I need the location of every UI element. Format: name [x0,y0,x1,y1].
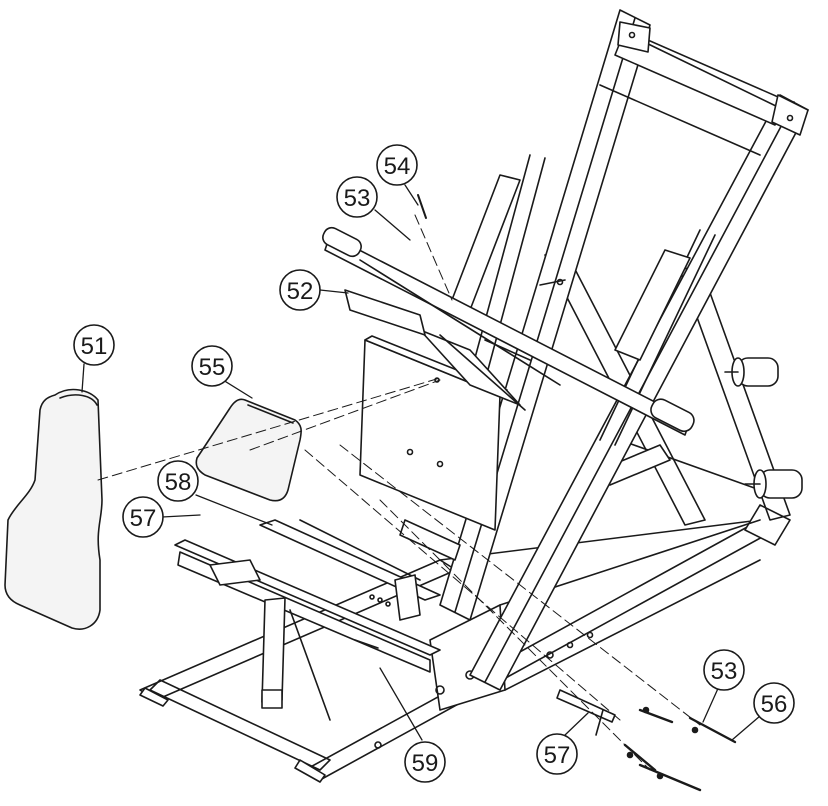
assembly-guide-lines [97,214,701,771]
back-pad-51 [4,388,103,630]
callout-label: 57 [544,742,571,769]
callout-57: 57 [536,733,578,775]
seat-frame [174,519,461,721]
callout-label: 53 [344,185,371,212]
callout-55: 55 [191,345,233,387]
callout-51: 51 [73,324,115,366]
callout-52: 52 [279,269,321,311]
exploded-hardware [417,194,737,792]
carriage-foot-plate [359,329,526,531]
callout-label: 51 [81,333,108,360]
callout-57: 57 [122,496,164,538]
callout-58: 58 [157,460,199,502]
inclined-rails [439,9,809,691]
callout-56: 56 [753,682,795,724]
callout-label: 54 [384,153,411,180]
callout-label: 53 [711,658,738,685]
seat-pad-55 [195,398,302,502]
callout-label: 59 [412,750,439,777]
callout-label: 52 [287,278,314,305]
callout-53: 53 [336,176,378,218]
callout-label: 58 [165,469,192,496]
callout-label: 57 [130,505,157,532]
callout-54: 54 [376,144,418,186]
callout-53: 53 [703,649,745,691]
callout-59: 59 [404,741,446,783]
leader-lines [81,184,761,741]
carriage-handle-bar [322,226,695,436]
callout-label: 56 [761,691,788,718]
callout-label: 55 [199,354,226,381]
